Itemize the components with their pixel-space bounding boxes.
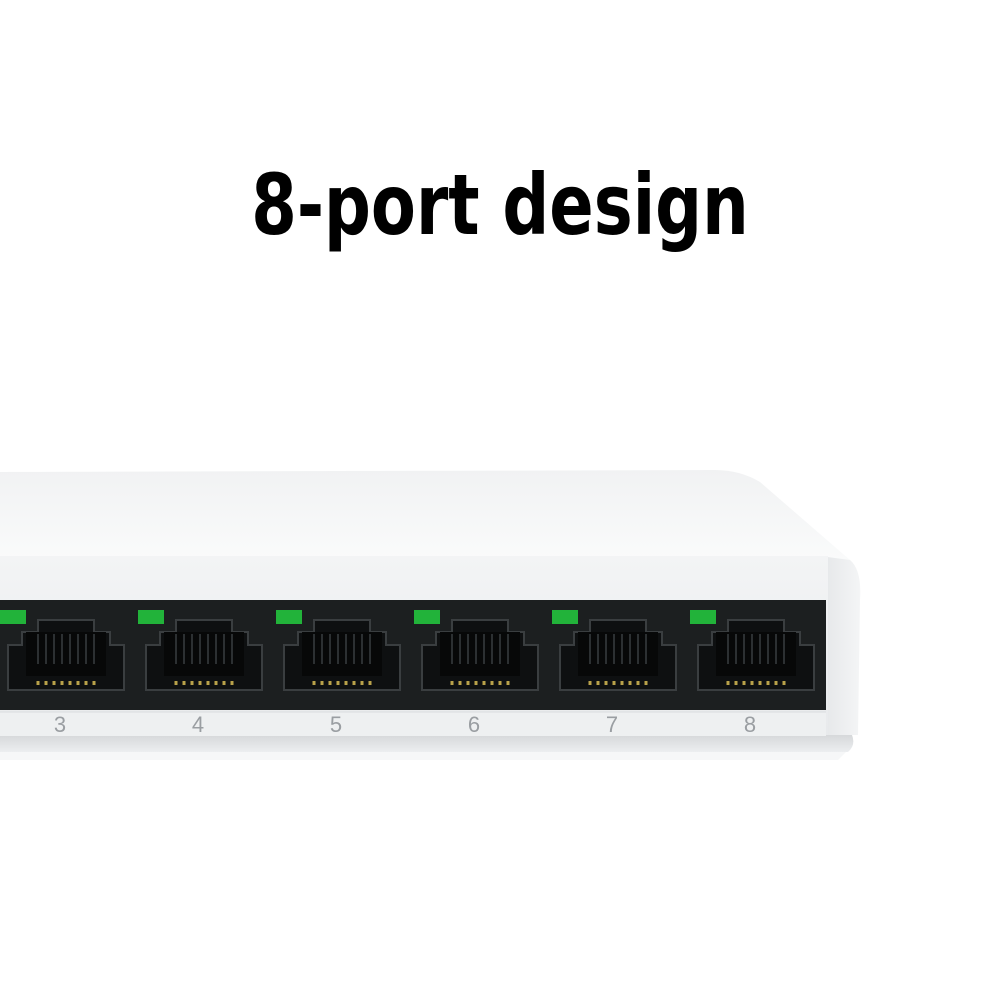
port-number-label: 6 [468,712,480,737]
port-led [0,610,26,624]
ethernet-port [276,610,401,691]
port-led [138,610,164,624]
port-led [414,610,440,624]
port-panel [0,600,826,710]
port-led [276,610,302,624]
ethernet-port [552,610,677,691]
ethernet-port [138,610,263,691]
port-number-label: 8 [744,712,756,737]
switch-right-side [820,556,861,735]
port-led [552,610,578,624]
port-row [0,610,815,691]
switch-base [0,735,854,752]
headline: 8-port design [251,156,749,254]
port-number-label: 7 [606,712,618,737]
port-led [690,610,716,624]
ethernet-port [0,610,125,691]
ethernet-port [414,610,539,691]
ethernet-port [690,610,815,691]
port-number-label: 5 [330,712,342,737]
port-number-label: 4 [192,712,204,737]
port-label-strip [0,712,826,736]
port-label-row: 3 4 5 6 7 8 [54,712,756,737]
port-number-label: 3 [54,712,66,737]
switch-top-surface [0,470,850,560]
